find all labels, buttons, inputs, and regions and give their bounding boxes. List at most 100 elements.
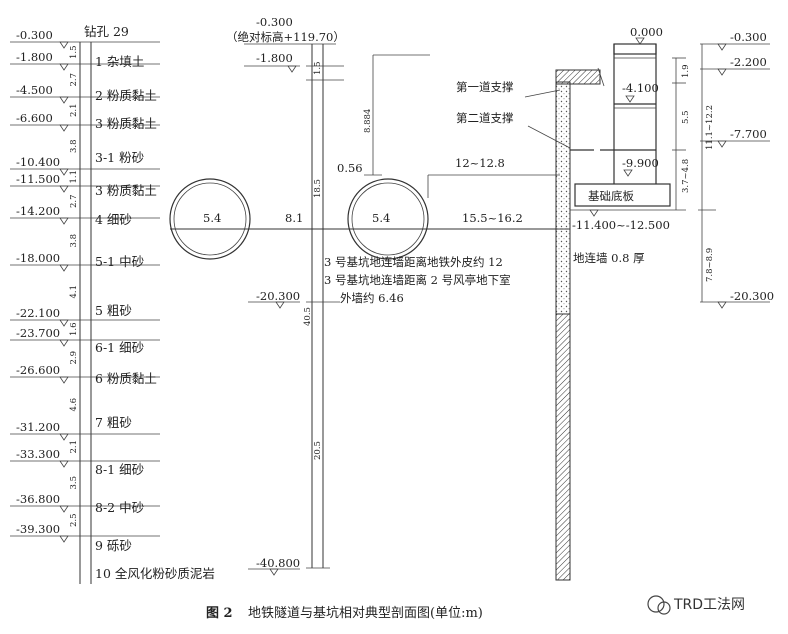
soil-layer-label: 5 粗砂: [95, 303, 132, 318]
diaphragm-wall-upper: [555, 81, 571, 315]
first-strut[interactable]: [555, 69, 601, 85]
level-0: 0.000: [630, 25, 663, 39]
borehole-elevation: -6.600: [16, 111, 53, 125]
note-1: 3 号基坑地连墙距离地铁外皮约 12: [324, 255, 503, 269]
elevation-marker: [59, 168, 69, 176]
soil-layer-label: 3-1 粉砂: [95, 150, 144, 165]
layer-thickness: 2.1: [69, 440, 79, 454]
watermark: TRD工法网: [647, 595, 745, 615]
diam-right: 5.4: [372, 211, 390, 225]
elevation-marker: [59, 185, 69, 193]
layer-thickness: 2.1: [69, 103, 79, 117]
pit-dim-11-1: 11.1~12.2: [705, 105, 715, 150]
dim-40-5: 40.5: [303, 307, 313, 326]
tunnel-section: -0.300 （绝对标高+119.70） -1.800 1.5 18.5 40.…: [169, 15, 570, 576]
layer-thickness: 1.1: [69, 170, 79, 184]
layer-thickness: 2.9: [69, 351, 79, 365]
soil-layer-label: 5-1 中砂: [95, 254, 144, 269]
layer-thickness: 4.6: [69, 398, 79, 412]
layer-thickness: 1.6: [69, 322, 79, 336]
depth-8-884: 8.884: [363, 109, 373, 133]
soil-layer-label: 9 砾砂: [95, 538, 132, 553]
soil-layer-label: 1 杂填土: [95, 54, 144, 69]
elevation-marker: [59, 535, 69, 543]
elevation-marker: [275, 301, 285, 309]
pit-dim-3-7: 3.7~4.8: [681, 159, 691, 193]
soil-layer-label: 4 细砂: [95, 212, 132, 227]
borehole-elevation: -10.400: [16, 155, 60, 169]
layer-thickness: 3.5: [69, 476, 79, 490]
soil-layer-label: 7 粗砂: [95, 415, 132, 430]
borehole-elevation: -26.600: [16, 363, 60, 377]
diam-left: 5.4: [203, 211, 221, 225]
caption-text: 地铁隧道与基坑相对典型剖面图(单位:m): [248, 605, 483, 621]
layer-thickness: 2.7: [69, 73, 79, 87]
soil-layer-label: 2 粉质黏土: [95, 88, 157, 103]
borehole-elevation: -36.800: [16, 492, 60, 506]
borehole-elevation: -4.500: [16, 83, 53, 97]
strut-1-label: 第一道支撑: [456, 80, 514, 94]
elevation-marker: [269, 568, 279, 576]
tunnel-elev-3: -40.800: [256, 556, 300, 570]
tunnel-elev-2: -20.300: [256, 289, 300, 303]
elevation-marker: [59, 41, 69, 49]
note-2: 3 号基坑地连墙距离 2 号风亭地下室: [324, 273, 511, 287]
tunnel-left-outer: [169, 178, 251, 260]
elevation-marker: [59, 264, 69, 272]
layer-thickness: 3.8: [69, 234, 79, 248]
borehole-elevation: -11.500: [16, 172, 60, 186]
layer-thickness: 2.7: [69, 194, 79, 208]
borehole-elevation: -31.200: [16, 420, 60, 434]
elevation-marker: [59, 505, 69, 513]
borehole-elevation: -0.300: [16, 28, 53, 42]
borehole-elevation: -1.800: [16, 50, 53, 64]
soil-layer-label: 8-2 中砂: [95, 500, 144, 515]
elevation-marker: [59, 376, 69, 384]
right-elev-3: -20.300: [730, 289, 774, 303]
tunnel-right-inner: [351, 182, 425, 256]
slab-label: 基础底板: [588, 189, 634, 203]
dist-axis: 15.5~16.2: [462, 211, 523, 225]
elevation-marker: [59, 339, 69, 347]
soil-layer-label: 6 粉质黏土: [95, 371, 157, 386]
tunnel-abs-elev: （绝对标高+119.70）: [226, 30, 345, 44]
watermark-text: TRD工法网: [673, 597, 745, 613]
elevation-marker: [287, 65, 297, 73]
wall-label: 地连墙 0.8 厚: [573, 251, 645, 265]
borehole-elevation: -33.300: [16, 447, 60, 461]
borehole-title: 钻孔 29: [84, 24, 129, 39]
borehole-elevation: -14.200: [16, 204, 60, 218]
layer-thickness: 3.8: [69, 139, 79, 153]
layer-thickness: 1.5: [69, 45, 79, 59]
elevation-marker: [59, 319, 69, 327]
soil-layer-label: 10 全风化粉砂质泥岩: [95, 566, 215, 581]
tunnel-left-inner: [173, 182, 247, 256]
elevation-marker: [59, 460, 69, 468]
borehole-elevation: -39.300: [16, 522, 60, 536]
level-1: -4.100: [622, 81, 659, 95]
soil-layer-label: 3 粉质黏土: [95, 183, 157, 198]
borehole-elevation: -23.700: [16, 326, 60, 340]
layer-thickness: 4.1: [69, 285, 79, 299]
borehole-elevation: -22.100: [16, 306, 60, 320]
elevation-marker: [59, 63, 69, 71]
foundation-pit: 第一道支撑 第二道支撑 0.000 -4.100 -9.900 基础底板 -11…: [456, 25, 774, 581]
note-3: 外墙约 6.46: [340, 291, 404, 305]
diaphragm-wall-lower: [555, 313, 571, 581]
tunnel-right-outer: [347, 178, 429, 260]
base-slab[interactable]: [574, 183, 671, 207]
tunnel-elev-1: -1.800: [256, 51, 293, 65]
elevation-marker: [59, 96, 69, 104]
right-elev-1: -2.200: [730, 55, 767, 69]
pit-dim-5-5: 5.5: [681, 110, 691, 124]
dist-top: 12~12.8: [455, 156, 505, 170]
soil-layer-label: 8-1 细砂: [95, 462, 144, 477]
elevation-marker: [59, 217, 69, 225]
soil-layer-label: 6-1 细砂: [95, 340, 144, 355]
wechat-icon: [647, 595, 665, 613]
dim-1-5: 1.5: [313, 61, 323, 75]
strut-2-label: 第二道支撑: [456, 111, 514, 125]
pit-dim-1-9: 1.9: [681, 64, 691, 78]
borehole-elevation: -18.000: [16, 251, 60, 265]
soil-layer-label: 3 粉质黏土: [95, 116, 157, 131]
